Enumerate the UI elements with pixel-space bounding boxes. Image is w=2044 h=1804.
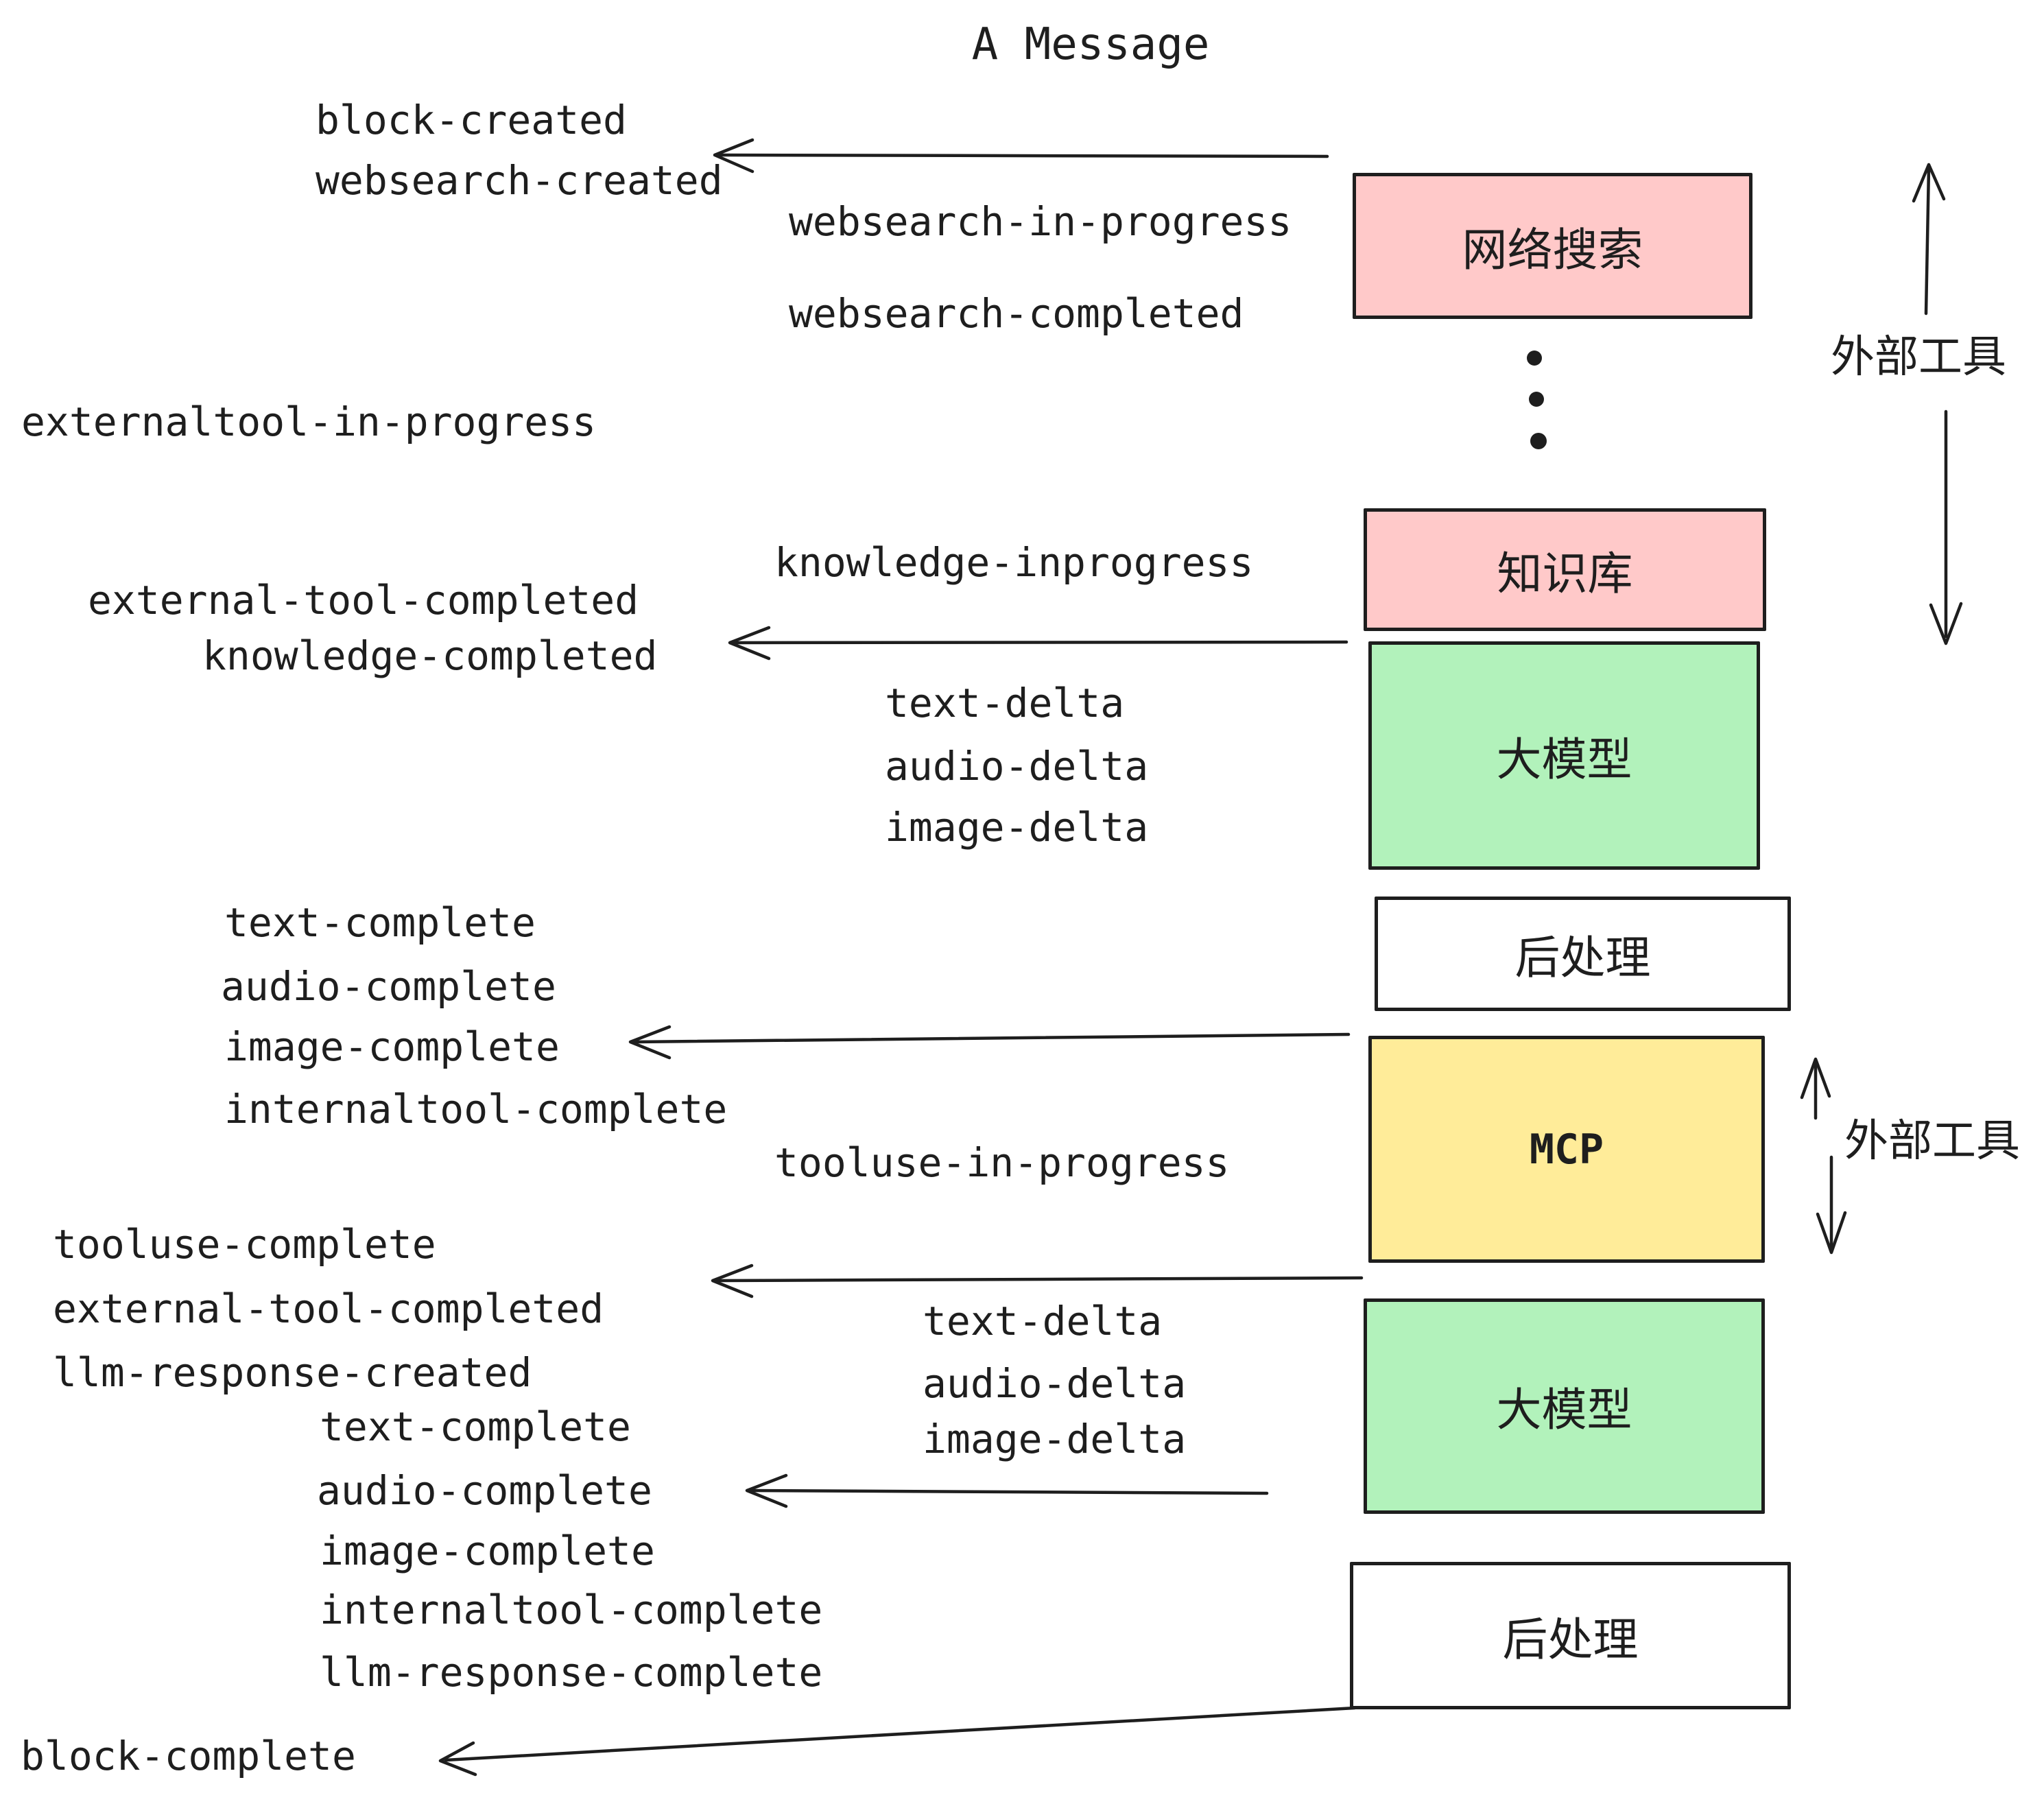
page-title: A Message: [971, 19, 1210, 70]
event-externaltool-in-progress: externaltool-in-progress: [21, 399, 597, 445]
arrow-up-external-tools-bottom-icon: [1800, 1057, 1831, 1120]
event-image-delta-2: image-delta: [923, 1416, 1187, 1462]
event-tooluse-in-progress: tooluse-in-progress: [774, 1139, 1230, 1186]
event-audio-complete-2: audio-complete: [317, 1467, 652, 1514]
box-llm-2-label: 大模型: [1496, 1384, 1632, 1435]
ellipsis-dots-icon: [1527, 351, 1547, 449]
event-audio-complete-1: audio-complete: [221, 963, 556, 1010]
event-external-tool-completed-2: external-tool-completed: [53, 1285, 604, 1332]
event-tooluse-complete: tooluse-complete: [53, 1221, 436, 1268]
event-llm-response-created: llm-response-created: [53, 1349, 532, 1396]
external-tools-label-bottom: 外部工具: [1844, 1116, 2020, 1165]
arrow-left-block-complete-icon: [438, 1706, 1357, 1777]
event-audio-delta-1: audio-delta: [885, 743, 1149, 790]
event-websearch-created: websearch-created: [316, 157, 723, 204]
external-tools-label-top: 外部工具: [1831, 332, 2006, 381]
box-websearch: 网络搜索: [1353, 173, 1752, 319]
box-llm-2: 大模型: [1364, 1298, 1765, 1514]
arrow-left-audio-complete-icon: [745, 1473, 1269, 1508]
event-block-created: block-created: [316, 97, 627, 143]
event-knowledge-inprogress: knowledge-inprogress: [774, 539, 1254, 586]
box-llm-1-label: 大模型: [1496, 733, 1632, 785]
event-text-delta-1: text-delta: [885, 680, 1125, 726]
event-external-tool-completed-1: external-tool-completed: [88, 577, 639, 624]
event-text-delta-2: text-delta: [923, 1298, 1163, 1344]
event-image-complete-2: image-complete: [320, 1528, 655, 1574]
event-knowledge-completed: knowledge-completed: [202, 632, 658, 679]
box-mcp: MCP: [1368, 1036, 1765, 1263]
arrow-down-external-tools-top-icon: [1929, 410, 1963, 645]
event-text-complete-2: text-complete: [320, 1403, 631, 1450]
box-postprocess-1: 后处理: [1375, 897, 1791, 1011]
box-postprocess-1-label: 后处理: [1514, 931, 1651, 983]
arrow-left-tooluse-complete-icon: [711, 1263, 1364, 1298]
arrow-left-block-created-icon: [713, 138, 1329, 174]
event-websearch-completed: websearch-completed: [789, 290, 1244, 337]
box-postprocess-2: 后处理: [1350, 1562, 1791, 1709]
event-audio-delta-2: audio-delta: [923, 1360, 1187, 1407]
event-image-delta-1: image-delta: [885, 804, 1149, 851]
event-block-complete: block-complete: [21, 1733, 356, 1779]
event-text-complete-1: text-complete: [224, 899, 536, 946]
arrow-up-external-tools-top-icon: [1912, 163, 1946, 316]
event-internaltool-complete-2: internaltool-complete: [320, 1587, 823, 1633]
event-llm-response-complete: llm-response-complete: [320, 1649, 823, 1696]
box-postprocess-2-label: 后处理: [1502, 1613, 1639, 1665]
arrow-down-external-tools-bottom-icon: [1816, 1155, 1847, 1255]
box-mcp-label: MCP: [1529, 1125, 1604, 1174]
arrow-left-knowledge-completed-icon: [728, 626, 1348, 661]
box-knowledge-label: 知识库: [1497, 547, 1633, 599]
box-websearch-label: 网络搜索: [1462, 224, 1643, 275]
box-knowledge: 知识库: [1364, 508, 1766, 631]
event-internaltool-complete-1: internaltool-complete: [224, 1086, 728, 1132]
arrow-left-image-complete-icon: [628, 1025, 1351, 1060]
event-image-complete-1: image-complete: [224, 1023, 560, 1070]
event-websearch-in-progress: websearch-in-progress: [789, 198, 1292, 245]
box-llm-1: 大模型: [1368, 641, 1760, 870]
